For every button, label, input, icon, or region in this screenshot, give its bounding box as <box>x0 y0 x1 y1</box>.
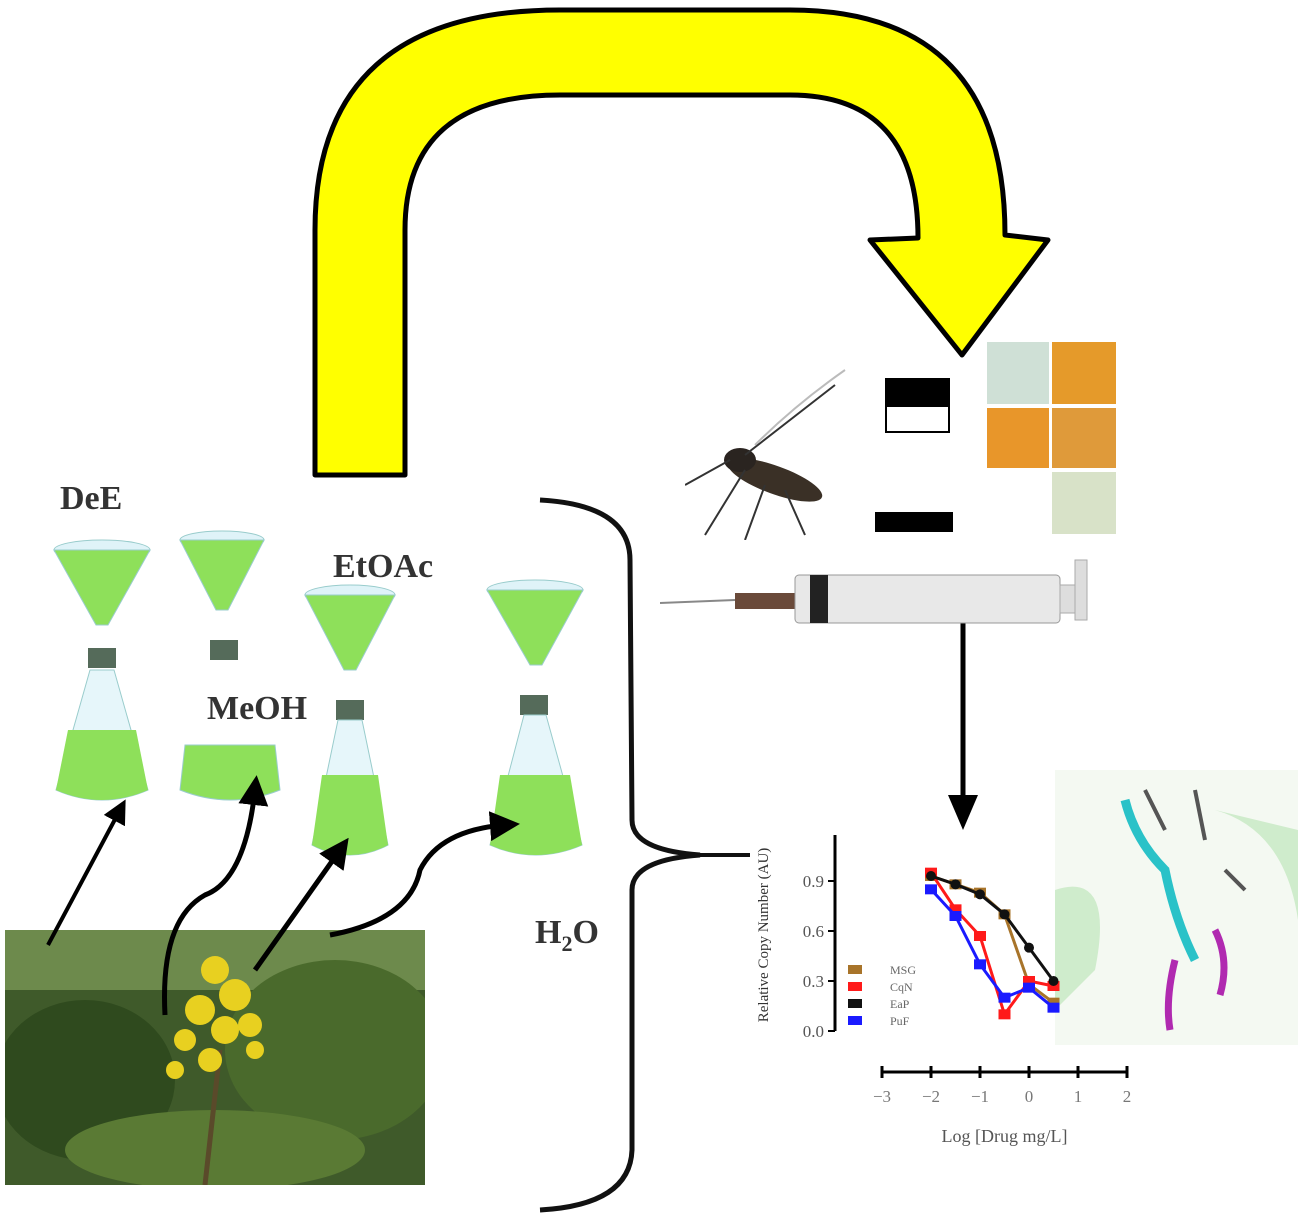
label-h2o: H2O <box>535 914 599 957</box>
data-point-eap <box>926 871 936 881</box>
data-point-puf <box>949 911 962 921</box>
legend-label-cqn: CqN <box>890 980 913 994</box>
data-point-puf <box>925 884 937 895</box>
gel-panel-2 <box>885 405 950 433</box>
dose-response-chart: 0.0 0.3 0.6 0.9 Relative Copy Number (AU) −3 −… <box>756 835 1132 1146</box>
legend-label-msg: MSG <box>890 963 916 977</box>
data-point-eap <box>1048 976 1059 986</box>
docking-image <box>1055 770 1298 1045</box>
legend-label-puf: PuF <box>890 1014 910 1028</box>
h2o-h: H <box>535 914 562 951</box>
legend-marker-eap <box>848 999 862 1008</box>
label-meoh: MeOH <box>207 690 308 727</box>
legend-label-eap: EaP <box>890 997 910 1011</box>
gel-panel-3 <box>875 512 953 532</box>
legend-marker-cqn <box>848 982 862 991</box>
y-tick-label: 0.3 <box>803 972 824 991</box>
data-point-cqn <box>998 1009 1011 1020</box>
h2o-o: O <box>572 914 599 951</box>
x-tick-label: 2 <box>1123 1087 1132 1106</box>
micrograph-4 <box>1052 408 1116 468</box>
micrograph-1 <box>987 342 1049 404</box>
data-point-puf <box>998 992 1011 1003</box>
y-tick-label: 0.6 <box>803 922 824 941</box>
data-point-cqn <box>974 931 986 941</box>
y-tick-label: 0.0 <box>803 1022 824 1041</box>
y-axis-label: Relative Copy Number (AU) <box>756 848 772 1023</box>
x-tick-label: −3 <box>873 1087 891 1106</box>
flask-etoac <box>304 584 396 856</box>
x-axis-label: Log [Drug mg/L] <box>942 1126 1068 1146</box>
data-point-eap <box>1024 942 1034 953</box>
data-point-cqn <box>1023 976 1035 986</box>
micrograph-3 <box>987 408 1049 468</box>
legend-marker-puf <box>848 1016 862 1025</box>
series-line-eap <box>930 874 1055 982</box>
legend-marker-msg <box>848 965 862 974</box>
mosquito-image <box>685 369 846 540</box>
x-tick-label: 0 <box>1025 1087 1034 1106</box>
data-point-puf <box>974 959 986 970</box>
y-tick-label: 0.9 <box>803 872 824 891</box>
label-etoac: EtOAc <box>333 548 434 585</box>
label-dee: DeE <box>60 480 123 517</box>
h2o-sub: 2 <box>561 930 573 956</box>
syringe-image <box>660 559 1088 624</box>
data-point-eap <box>999 909 1010 920</box>
data-point-cqn <box>949 904 962 915</box>
data-point-puf <box>1023 982 1035 993</box>
data-point-puf <box>1047 1002 1060 1013</box>
data-point-eap <box>975 889 985 900</box>
micrograph-5 <box>1052 472 1116 534</box>
micrograph-2 <box>1052 342 1116 404</box>
plant-photo <box>5 930 425 1185</box>
gel-panel <box>885 378 950 406</box>
x-tick-label: −2 <box>922 1087 940 1106</box>
x-tick-label: 1 <box>1074 1087 1083 1106</box>
x-tick-label: −1 <box>971 1087 989 1106</box>
flask-dee <box>53 539 151 801</box>
data-point-eap <box>950 879 961 890</box>
